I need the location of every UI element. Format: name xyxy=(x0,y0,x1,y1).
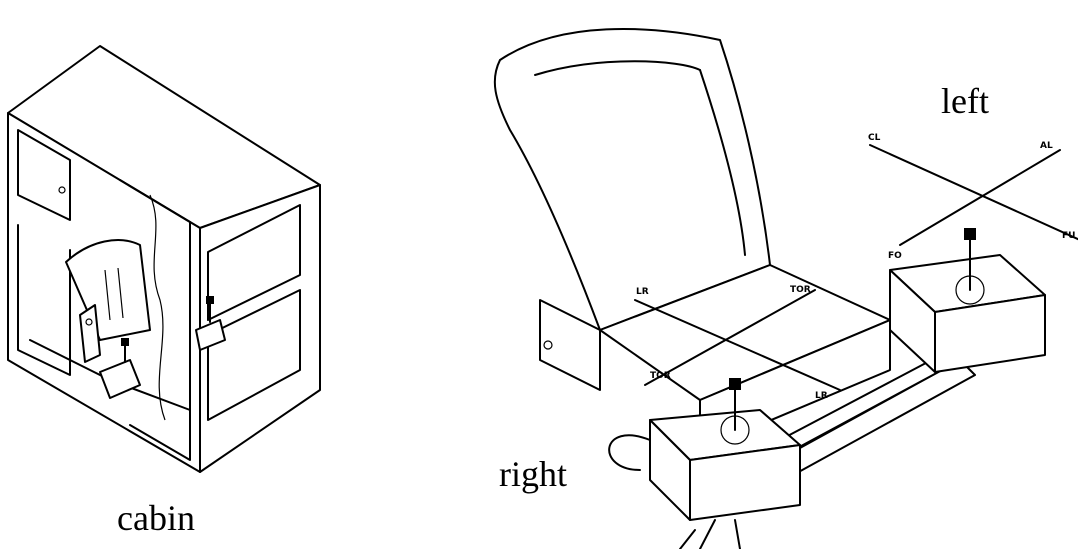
left-axis-cross: CL AL FO FU xyxy=(868,133,1078,261)
svg-text:LR: LR xyxy=(636,287,649,297)
cabin-drawing xyxy=(7,45,321,473)
svg-text:LR: LR xyxy=(815,391,828,401)
svg-text:CL: CL xyxy=(868,133,881,143)
svg-text:TOR: TOR xyxy=(790,285,811,295)
svg-text:TOR: TOR xyxy=(650,371,671,381)
right-joystick-label: right xyxy=(499,454,567,494)
svg-text:FU: FU xyxy=(1062,231,1075,241)
seat-joystick-drawing: CL AL FO FU LR TOR TOR LR xyxy=(493,27,1078,549)
left-joystick-label: left xyxy=(941,81,989,121)
svg-text:AL: AL xyxy=(1040,141,1053,151)
svg-text:FO: FO xyxy=(888,251,902,261)
cabin-label: cabin xyxy=(117,498,195,538)
right-axis-cross: LR TOR TOR LR xyxy=(634,285,841,401)
